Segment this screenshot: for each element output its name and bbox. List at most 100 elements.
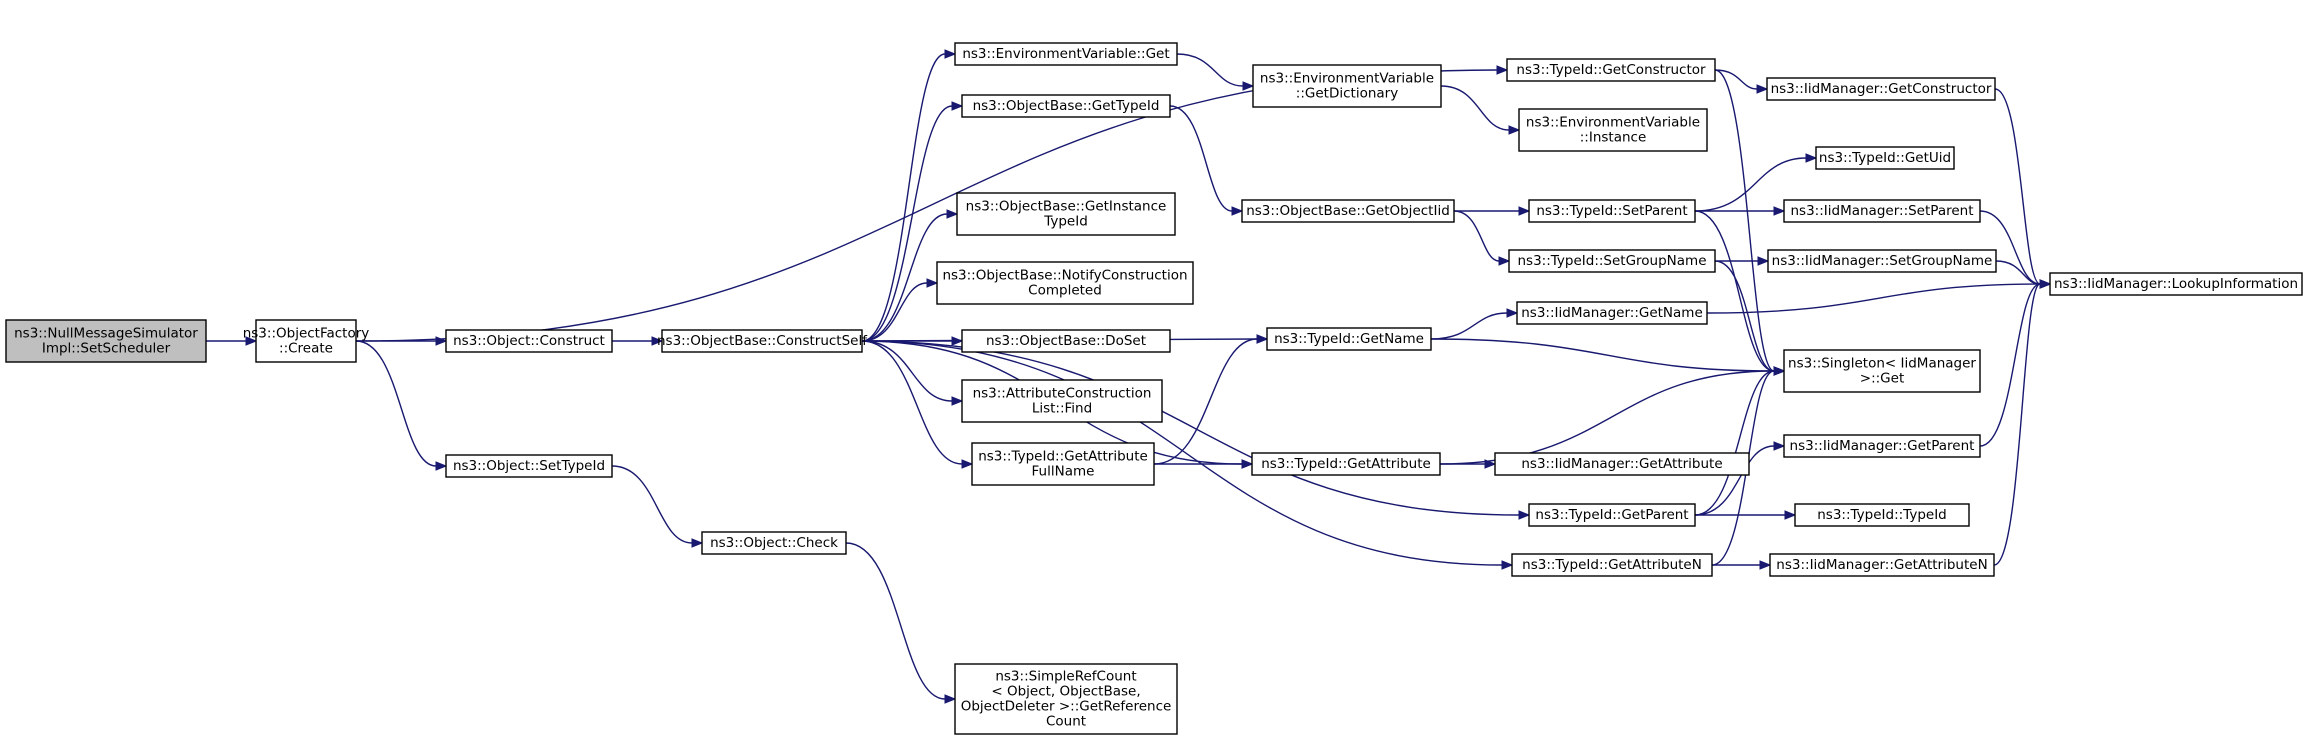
node-tid_getattributen[interactable]: ns3::TypeId::GetAttributeN	[1511, 553, 1713, 577]
node-object_check[interactable]: ns3::Object::Check	[701, 531, 847, 555]
node-ob_getobjectiid[interactable]: ns3::ObjectBase::GetObjectIid	[1241, 199, 1455, 223]
arrowhead-tid_getattribute-to-iid_getattribute	[1484, 459, 1497, 469]
node-box-object_construct	[445, 329, 613, 353]
node-box-tid_setgroupname	[1508, 249, 1716, 273]
node-label: ns3::IidManager::GetAttributeN	[1776, 557, 1987, 573]
node-label: ns3::ObjectFactory	[243, 326, 370, 342]
node-label: ns3::AttributeConstruction	[973, 386, 1152, 402]
node-ob_gettypeid[interactable]: ns3::ObjectBase::GetTypeId	[961, 94, 1171, 118]
node-envvar_instance[interactable]: ns3::EnvironmentVariable::Instance	[1518, 108, 1708, 152]
edge-constructself-to-tid_getattributen	[861, 340, 1503, 566]
node-iid_setparent[interactable]: ns3::IidManager::SetParent	[1783, 199, 1981, 223]
node-label: ns3::IidManager::SetGroupName	[1772, 253, 1993, 269]
arrowhead-tid_getparent-to-tid_typeid	[1784, 510, 1797, 520]
node-tid_setparent[interactable]: ns3::TypeId::SetParent	[1528, 199, 1696, 223]
node-box-iid_setparent	[1783, 199, 1981, 223]
node-box-envvar_instance	[1518, 108, 1708, 152]
node-box-tid_getconstructor	[1506, 58, 1716, 82]
node-label: ns3::EnvironmentVariable	[1260, 71, 1434, 87]
node-box-iid_getattributen	[1769, 553, 1995, 577]
node-label: ::Instance	[1580, 130, 1647, 146]
node-iid_setgroupname[interactable]: ns3::IidManager::SetGroupName	[1767, 249, 1997, 273]
edge-tid_getconstructor-to-iid_getconstructor	[1714, 69, 1758, 90]
node-box-ob_doset	[961, 329, 1171, 353]
node-label: ns3::TypeId::GetAttributeN	[1522, 557, 1702, 573]
node-label: FullName	[1032, 464, 1095, 480]
arrowhead-object_check-to-simplerefcount	[944, 694, 957, 704]
node-iid_getattribute[interactable]: ns3::IidManager::GetAttribute	[1494, 452, 1750, 476]
call-graph-nodes: ns3::NullMessageSimulatorImpl::SetSchedu…	[5, 42, 2303, 735]
node-object_construct[interactable]: ns3::Object::Construct	[445, 329, 613, 353]
node-label: ns3::TypeId::GetAttribute	[978, 449, 1148, 465]
arrowhead-ob_getobjectiid-to-tid_setparent	[1518, 206, 1531, 216]
node-box-constructself	[661, 329, 863, 353]
arrowhead-tid_getparent-to-iid_getparent	[1773, 441, 1786, 451]
node-tid_getuid[interactable]: ns3::TypeId::GetUid	[1815, 146, 1955, 170]
arrowhead-constructself-to-envvar_get	[944, 49, 957, 59]
node-tid_getname[interactable]: ns3::TypeId::GetName	[1266, 327, 1432, 351]
node-label: Count	[1046, 714, 1086, 730]
node-tid_setgroupname[interactable]: ns3::TypeId::SetGroupName	[1508, 249, 1716, 273]
node-iid_getattributen[interactable]: ns3::IidManager::GetAttributeN	[1769, 553, 1995, 577]
edge-tid_setgroupname-to-singleton_get	[1714, 260, 1775, 372]
node-label: ns3::EnvironmentVariable	[1526, 115, 1700, 131]
edge-constructself-to-tid_getparent	[861, 340, 1520, 516]
edge-object_check-to-simplerefcount	[845, 542, 946, 700]
edge-constructself-to-ob_gettypeid	[861, 105, 953, 342]
node-iid_getname[interactable]: ns3::IidManager::GetName	[1516, 301, 1708, 325]
node-getdictionary[interactable]: ns3::EnvironmentVariable::GetDictionary	[1252, 64, 1442, 108]
node-box-tid_typeid	[1794, 503, 1970, 527]
node-simplerefcount[interactable]: ns3::SimpleRefCount< Object, ObjectBase,…	[954, 663, 1178, 735]
node-box-envvar_get	[954, 42, 1178, 66]
node-label: ns3::TypeId::SetParent	[1536, 203, 1687, 219]
node-label: ns3::TypeId::GetConstructor	[1516, 62, 1706, 78]
node-label: ns3::ObjectBase::NotifyConstruction	[942, 268, 1187, 284]
node-iid_lookupinformation[interactable]: ns3::IidManager::LookupInformation	[2049, 272, 2303, 296]
node-box-iid_getparent	[1783, 434, 1981, 458]
node-box-tid_getattributefullname	[971, 442, 1155, 486]
arrowhead-envvar_get-to-getdictionary	[1242, 81, 1255, 91]
node-constructself[interactable]: ns3::ObjectBase::ConstructSelf	[657, 329, 868, 353]
node-box-tid_getattributen	[1511, 553, 1713, 577]
node-ob_notify[interactable]: ns3::ObjectBase::NotifyConstructionCompl…	[936, 261, 1194, 305]
node-box-acl_find	[961, 379, 1163, 423]
node-tid_getattribute[interactable]: ns3::TypeId::GetAttribute	[1251, 452, 1441, 476]
edge-tid_getattributefullname-to-tid_getname	[1153, 338, 1258, 465]
node-tid_typeid[interactable]: ns3::TypeId::TypeId	[1794, 503, 1970, 527]
node-tid_getconstructor[interactable]: ns3::TypeId::GetConstructor	[1506, 58, 1716, 82]
arrowhead-tid_getattributefullname-to-tid_getattribute	[1241, 459, 1254, 469]
arrowhead-tid_setgroupname-to-iid_setgroupname	[1757, 256, 1770, 266]
arrowhead-objfactory_create-to-tid_getconstructor	[1496, 65, 1509, 75]
arrowhead-tid_getattributen-to-singleton_get	[1773, 366, 1786, 376]
arrowhead-constructself-to-tid_getattributefullname	[961, 459, 974, 469]
arrowhead-constructself-to-ob_gettypeid	[951, 101, 964, 111]
node-tid_getparent[interactable]: ns3::TypeId::GetParent	[1528, 503, 1696, 527]
arrowhead-object_construct-to-constructself	[651, 336, 664, 346]
edge-object_settypeid-to-object_check	[611, 465, 693, 544]
node-label: ns3::TypeId::GetUid	[1819, 150, 1951, 166]
node-iid_getconstructor[interactable]: ns3::IidManager::GetConstructor	[1766, 77, 1996, 101]
node-iid_getparent[interactable]: ns3::IidManager::GetParent	[1783, 434, 1981, 458]
node-label: ns3::Singleton< IidManager	[1788, 356, 1976, 372]
arrowhead-tid_setparent-to-iid_setparent	[1773, 206, 1786, 216]
node-object_settypeid[interactable]: ns3::Object::SetTypeId	[445, 454, 613, 478]
node-box-setscheduler	[5, 319, 207, 363]
arrowhead-getdictionary-to-envvar_instance	[1508, 125, 1521, 135]
node-envvar_get[interactable]: ns3::EnvironmentVariable::Get	[954, 42, 1178, 66]
node-label: ns3::ObjectBase::ConstructSelf	[657, 333, 868, 349]
node-setscheduler[interactable]: ns3::NullMessageSimulatorImpl::SetSchedu…	[5, 319, 207, 363]
edge-iid_setparent-to-iid_lookupinformation	[1979, 210, 2041, 285]
node-label: ns3::ObjectBase::GetTypeId	[973, 98, 1160, 114]
node-ob_doset[interactable]: ns3::ObjectBase::DoSet	[961, 329, 1171, 353]
arrowhead-constructself-to-tid_getattributen	[1501, 560, 1514, 570]
node-label: ns3::IidManager::GetAttribute	[1521, 456, 1722, 472]
edge-tid_setparent-to-tid_getuid	[1694, 157, 1807, 212]
edge-constructself-to-ob_notify	[861, 282, 928, 342]
node-objfactory_create[interactable]: ns3::ObjectFactory::Create	[243, 319, 370, 363]
node-box-ob_getinstancetypeid	[956, 192, 1176, 236]
node-singleton_get[interactable]: ns3::Singleton< IidManager>::Get	[1783, 349, 1981, 393]
